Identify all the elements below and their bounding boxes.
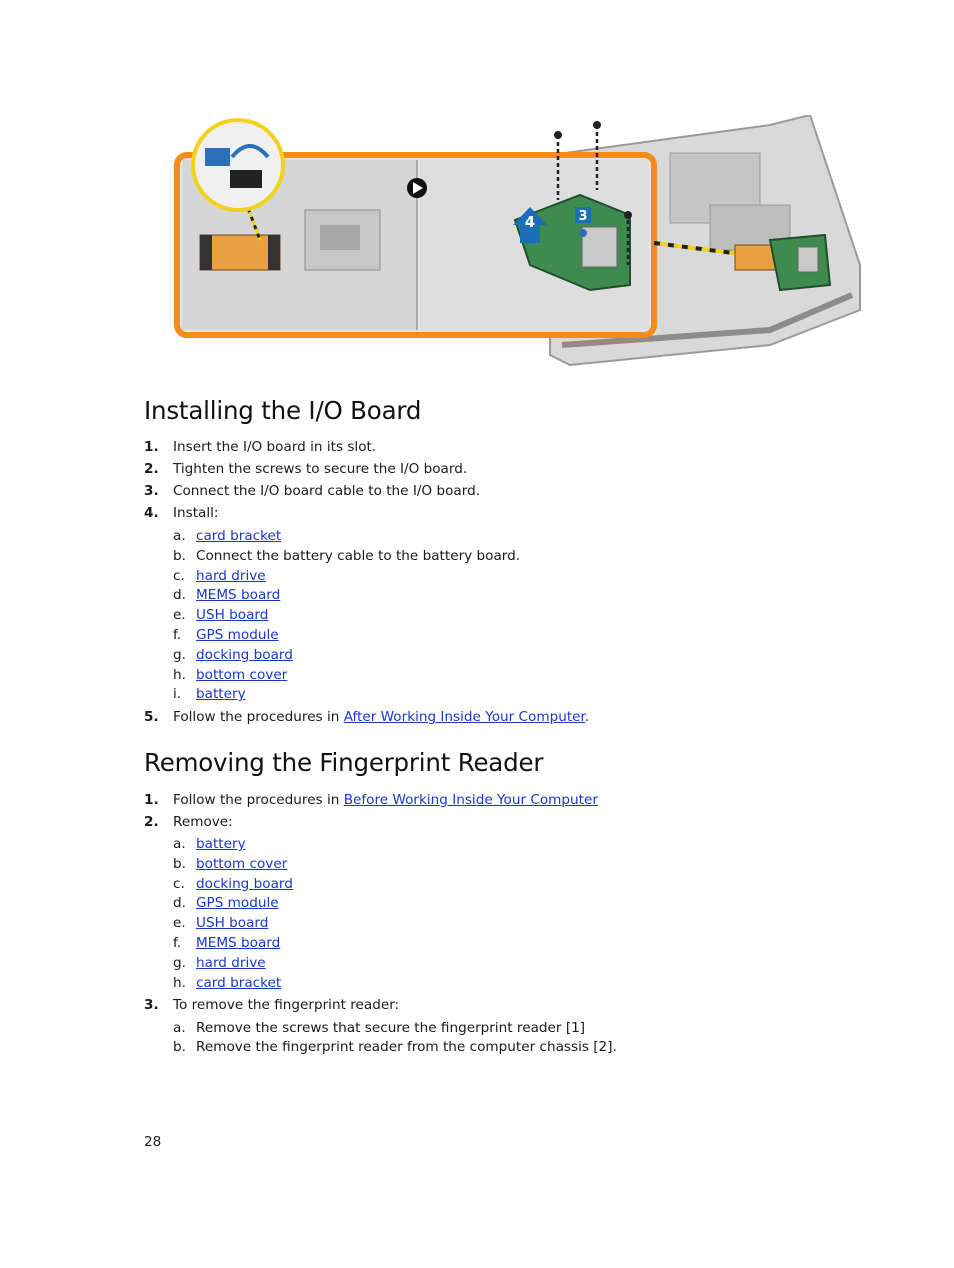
link-docking-board[interactable]: docking board <box>196 646 293 663</box>
step-number: 1. <box>144 439 159 455</box>
step-text: To remove the fingerprint reader: <box>173 996 400 1013</box>
link-bottom-cover[interactable]: bottom cover <box>196 855 288 872</box>
section-heading-installing: Installing the I/O Board <box>144 396 422 425</box>
remove-step-1: 1. Follow the procedures in Before Worki… <box>144 792 598 808</box>
installed-io-board <box>734 233 832 292</box>
step-text: Tighten the screws to secure the I/O boa… <box>173 461 468 477</box>
install-item-e[interactable]: e. USH board <box>173 607 269 624</box>
remove-step-3-a: a. Remove the screws that secure the fin… <box>173 1019 586 1036</box>
step-number: 5. <box>144 709 159 726</box>
install-step-1: 1. Insert the I/O board in its slot. <box>144 439 864 463</box>
link-mems-board[interactable]: MEMS board <box>196 587 281 604</box>
link-docking-board[interactable]: docking board <box>196 875 293 892</box>
io-board-cable <box>199 234 281 271</box>
install-item-c[interactable]: c. hard drive <box>173 567 266 584</box>
link-ush-board[interactable]: USH board <box>196 915 269 932</box>
screws <box>554 121 632 265</box>
install-item-h[interactable]: h. bottom cover <box>173 666 288 683</box>
link-before-working-inside[interactable]: Before Working Inside Your Computer <box>343 792 598 808</box>
install-step-2: 2. Tighten the screws to secure the I/O … <box>144 461 864 485</box>
step-number: 1. <box>144 792 159 808</box>
step-text: Connect the I/O board cable to the I/O b… <box>173 483 481 499</box>
remove-step-2: 2. Remove: <box>144 814 864 838</box>
remove-step-3: 3. To remove the fingerprint reader: <box>144 996 864 1022</box>
install-steps: 1. Insert the I/O board in its slot. 2. … <box>144 439 864 733</box>
callout-badge-3: 3 <box>575 207 591 224</box>
install-item-i[interactable]: i. battery <box>173 686 246 703</box>
link-card-bracket[interactable]: card bracket <box>196 528 282 544</box>
io-board-illustration: 3 4 <box>170 115 870 375</box>
svg-text:3: 3 <box>578 209 587 224</box>
link-mems-board[interactable]: MEMS board <box>196 934 281 951</box>
install-step-5: 5. Follow the procedures in After Workin… <box>144 709 590 726</box>
step-number: 4. <box>144 505 159 521</box>
remove-item-a[interactable]: a. battery <box>173 836 246 852</box>
step-number: 2. <box>144 814 159 830</box>
remove-steps: 1. Follow the procedures in Before Worki… <box>144 792 864 1061</box>
connector-zoom-callout <box>191 118 285 241</box>
install-item-a[interactable]: a. card bracket <box>173 528 282 544</box>
link-hard-drive[interactable]: hard drive <box>196 954 266 971</box>
step-text: Remove: <box>173 814 233 830</box>
play-arrow-icon <box>407 178 427 198</box>
io-board <box>513 193 631 292</box>
remove-item-e[interactable]: e. USH board <box>173 915 269 932</box>
remove-item-b[interactable]: b. bottom cover <box>173 855 288 872</box>
step-number: 3. <box>144 996 159 1013</box>
step-text: Insert the I/O board in its slot. <box>173 439 377 455</box>
link-gps-module[interactable]: GPS module <box>196 626 279 643</box>
link-after-working-inside[interactable]: After Working Inside Your Computer <box>343 709 585 726</box>
link-card-bracket[interactable]: card bracket <box>196 974 282 991</box>
substep-text: Remove the screws that secure the finger… <box>196 1019 586 1036</box>
install-item-b: b. Connect the battery cable to the batt… <box>173 547 521 564</box>
substep-text: Remove the fingerprint reader from the c… <box>196 1039 617 1056</box>
section-heading-removing: Removing the Fingerprint Reader <box>144 748 544 777</box>
install-item-d[interactable]: d. MEMS board <box>173 587 281 604</box>
remove-item-g[interactable]: g. hard drive <box>173 954 266 971</box>
link-battery[interactable]: battery <box>196 836 246 852</box>
remove-step-3-b: b. Remove the fingerprint reader from th… <box>173 1039 617 1056</box>
link-gps-module[interactable]: GPS module <box>196 895 279 912</box>
install-step-3: 3. Connect the I/O board cable to the I/… <box>144 483 864 507</box>
install-item-g[interactable]: g. docking board <box>173 646 293 663</box>
svg-text:4: 4 <box>525 213 535 231</box>
step-text: Install: <box>173 505 219 521</box>
step-number: 3. <box>144 483 159 499</box>
install-item-text: Connect the battery cable to the battery… <box>196 547 521 564</box>
callout-badge-4: 4 <box>513 207 547 243</box>
link-ush-board[interactable]: USH board <box>196 607 269 624</box>
page-number: 28 <box>144 1134 162 1150</box>
install-step-4: 4. Install: <box>144 505 864 530</box>
remove-item-c[interactable]: c. docking board <box>173 875 293 892</box>
remove-item-f[interactable]: f. MEMS board <box>173 934 281 951</box>
install-item-f[interactable]: f. GPS module <box>173 626 279 643</box>
remove-item-d[interactable]: d. GPS module <box>173 895 279 912</box>
link-bottom-cover[interactable]: bottom cover <box>196 666 288 683</box>
link-battery[interactable]: battery <box>196 686 246 703</box>
step-number: 2. <box>144 461 159 477</box>
io-board-slot <box>304 209 381 271</box>
link-hard-drive[interactable]: hard drive <box>196 567 266 584</box>
remove-item-h[interactable]: h. card bracket <box>173 974 282 991</box>
